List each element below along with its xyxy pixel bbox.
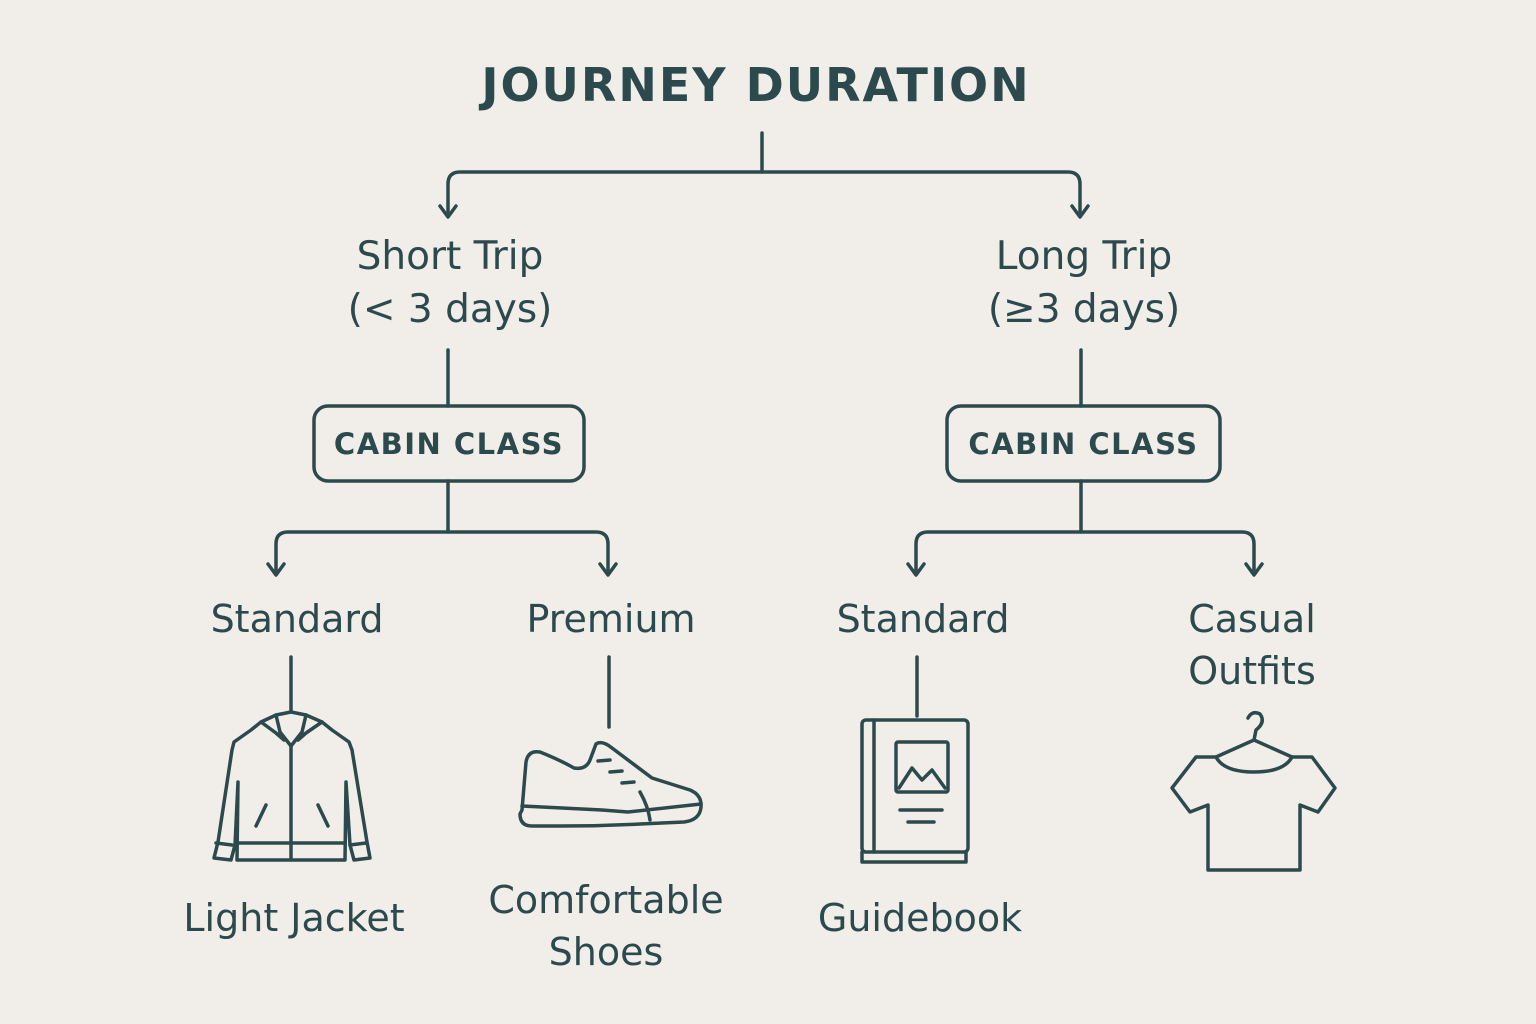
option-casual-outfits: Casual Outfits	[1188, 593, 1316, 697]
long-trip-name: Long Trip	[995, 234, 1173, 279]
short-trip-connector	[266, 348, 618, 577]
root-connector	[438, 131, 1090, 219]
item-guidebook: Guidebook	[817, 896, 1023, 940]
arrowhead-standard-short	[266, 562, 286, 577]
arrowhead-premium	[598, 562, 618, 577]
arrowhead-standard-long	[906, 562, 926, 577]
cabin-class-label-short: CABIN CLASS	[333, 426, 565, 461]
short-trip-range: (< 3 days)	[347, 287, 553, 332]
short-trip-label: Short Trip (< 3 days)	[348, 230, 553, 336]
diagram-title: JOURNEY DURATION	[481, 58, 1031, 112]
tshirt-on-hanger-icon	[1170, 710, 1337, 872]
jacket-icon	[212, 710, 372, 862]
option-standard-short: Standard	[210, 597, 384, 641]
option-standard-long: Standard	[836, 597, 1010, 641]
arrowhead-casual	[1244, 562, 1264, 577]
casual-outfits-line1: Casual	[1188, 597, 1316, 641]
long-trip-range: (≥3 days)	[987, 287, 1181, 332]
option-premium: Premium	[526, 597, 696, 641]
arrowhead-long-trip	[1070, 204, 1090, 219]
casual-outfits-line2: Outfits	[1188, 649, 1316, 693]
item-comfortable-shoes: Comfortable Shoes	[488, 874, 723, 978]
long-trip-connector	[906, 348, 1264, 577]
shoe-icon	[518, 740, 703, 828]
guidebook-icon	[860, 718, 970, 864]
long-trip-label: Long Trip (≥3 days)	[988, 230, 1180, 336]
item-light-jacket: Light Jacket	[183, 896, 405, 940]
comfortable-shoes-line2: Shoes	[548, 930, 664, 974]
short-trip-name: Short Trip	[356, 234, 544, 279]
arrowhead-short-trip	[438, 204, 458, 219]
comfortable-shoes-line1: Comfortable	[488, 878, 724, 922]
cabin-class-label-long: CABIN CLASS	[968, 426, 1199, 461]
cabin-class-box-long	[945, 404, 1222, 483]
